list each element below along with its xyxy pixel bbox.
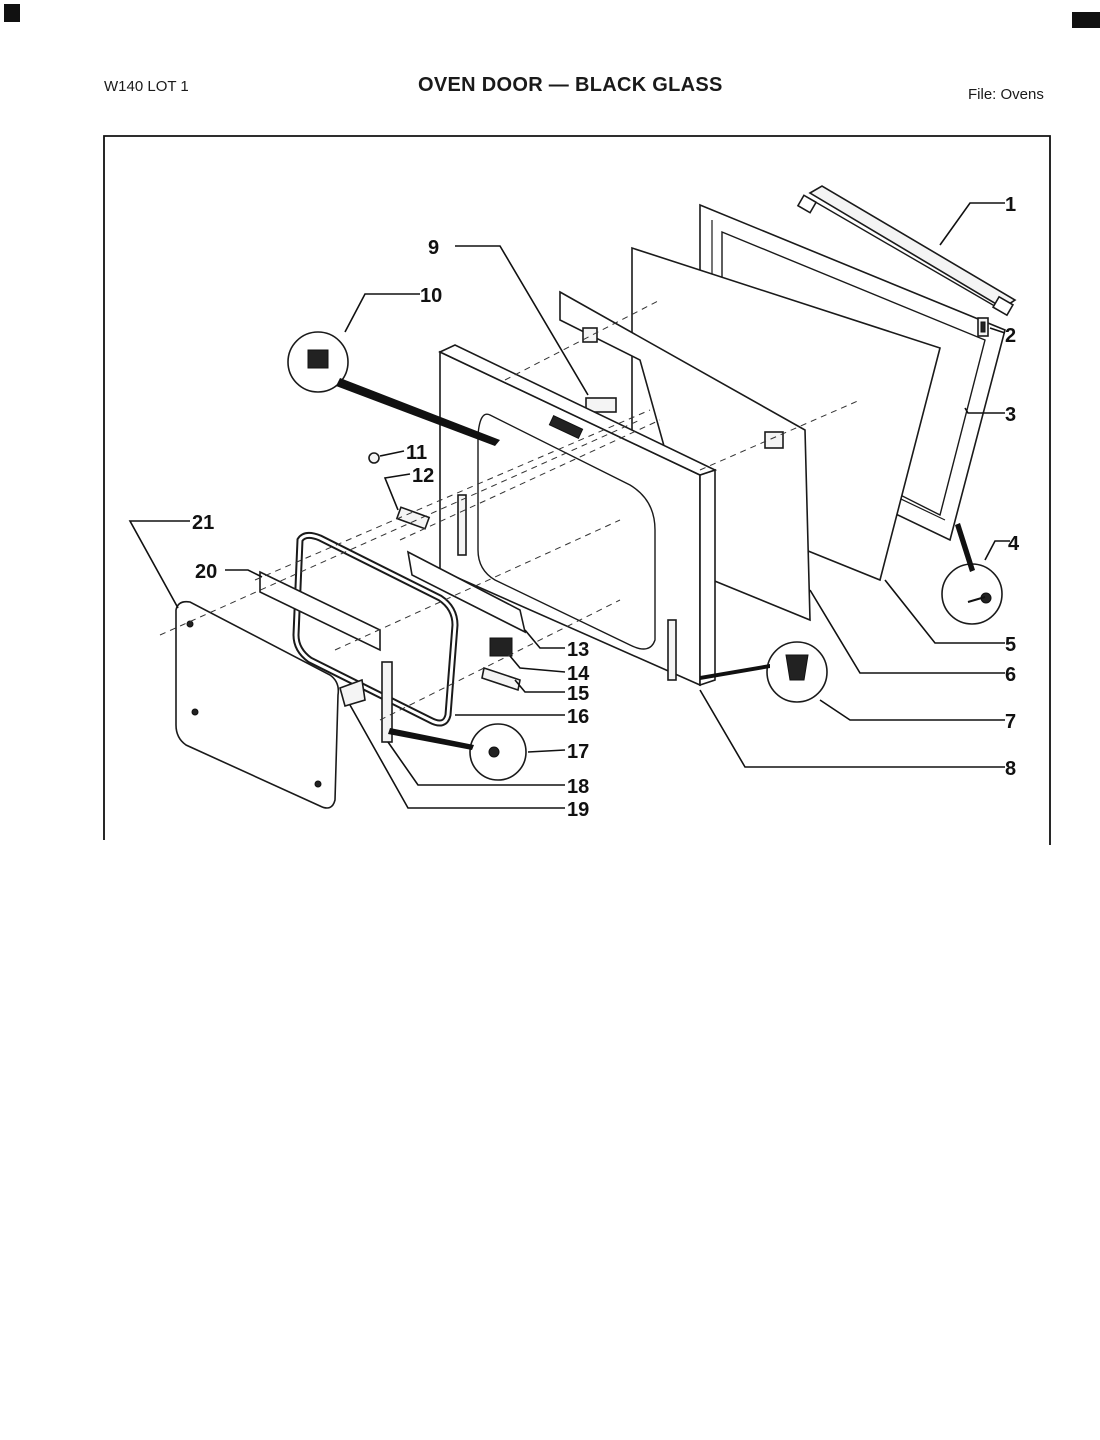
callout-1: 1 <box>1005 194 1016 216</box>
callout-6: 6 <box>1005 664 1016 686</box>
lot-number: W140 LOT 1 <box>104 78 189 95</box>
callout-20: 20 <box>195 561 217 583</box>
part-1-door-handle <box>796 185 1017 317</box>
callout-labels: 1 2 3 4 5 6 7 8 9 10 11 12 13 14 15 16 1… <box>192 194 1020 821</box>
callout-9: 9 <box>428 237 439 259</box>
callout-18: 18 <box>567 776 589 798</box>
assembly-lines <box>159 299 861 721</box>
file-label: File: Ovens <box>968 86 1044 103</box>
callout-11: 11 <box>406 442 427 464</box>
part-21-black-glass <box>175 600 340 809</box>
scan-mark-top-left <box>4 4 20 22</box>
part-13-bracket <box>406 550 527 634</box>
callout-21: 21 <box>192 512 214 534</box>
callout-5: 5 <box>1005 634 1016 656</box>
callout-17: 17 <box>567 741 589 763</box>
scan-mark-top-right <box>1072 12 1100 28</box>
leader-lines <box>128 202 1010 809</box>
part-12-bracket <box>395 506 431 530</box>
callout-4: 4 <box>1008 533 1020 555</box>
callout-19: 19 <box>567 799 589 821</box>
callout-12: 12 <box>412 465 434 487</box>
detail-circle-4 <box>941 523 1003 625</box>
part-18-side-trim <box>381 661 393 743</box>
part-11-screw <box>368 452 380 464</box>
detail-circle-10 <box>287 331 500 446</box>
callout-8: 8 <box>1005 758 1016 780</box>
part-15-hinge-plate <box>481 666 521 692</box>
detail-circle-17 <box>388 723 527 781</box>
callout-3: 3 <box>1005 404 1016 426</box>
part-14-spring <box>489 637 513 657</box>
diagram-frame <box>103 135 1051 845</box>
callout-7: 7 <box>1005 711 1016 733</box>
callout-16: 16 <box>567 706 589 728</box>
detail-circle-7 <box>700 641 828 703</box>
part-20-trim <box>259 570 381 652</box>
part-19-corner-bracket <box>339 678 366 708</box>
callout-14: 14 <box>567 663 590 685</box>
part-2-clip <box>977 317 989 337</box>
callout-10: 10 <box>420 285 442 307</box>
page-title: OVEN DOOR — BLACK GLASS <box>418 74 723 96</box>
part-16-gasket <box>292 531 459 727</box>
callout-15: 15 <box>567 683 589 705</box>
callout-2: 2 <box>1005 325 1016 347</box>
callout-13: 13 <box>567 639 589 661</box>
